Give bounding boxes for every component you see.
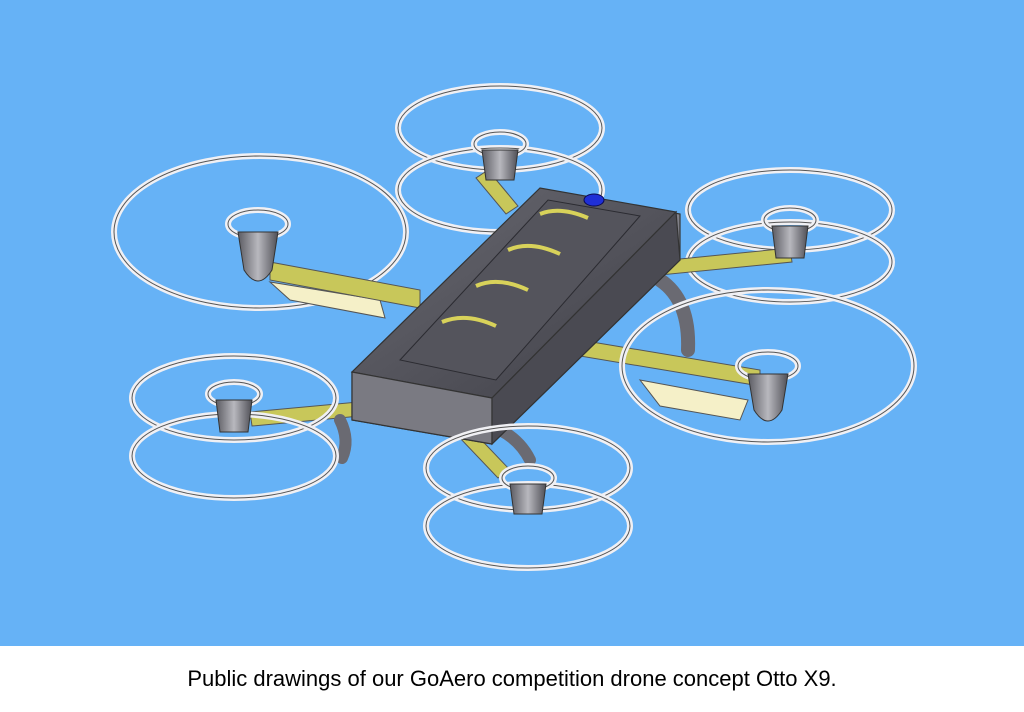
rotor-front-right	[619, 287, 917, 445]
motor-front-right	[735, 349, 801, 422]
motor-back-right	[761, 205, 819, 259]
motor-front-center	[499, 463, 557, 515]
motor-back-center	[471, 129, 529, 181]
motor-back-left	[225, 207, 291, 282]
drone-illustration	[0, 0, 1024, 646]
drone-body	[350, 187, 681, 446]
rotor-back-left	[111, 153, 409, 319]
motor-front-left	[205, 379, 263, 433]
figure-caption: Public drawings of our GoAero competitio…	[0, 646, 1024, 712]
